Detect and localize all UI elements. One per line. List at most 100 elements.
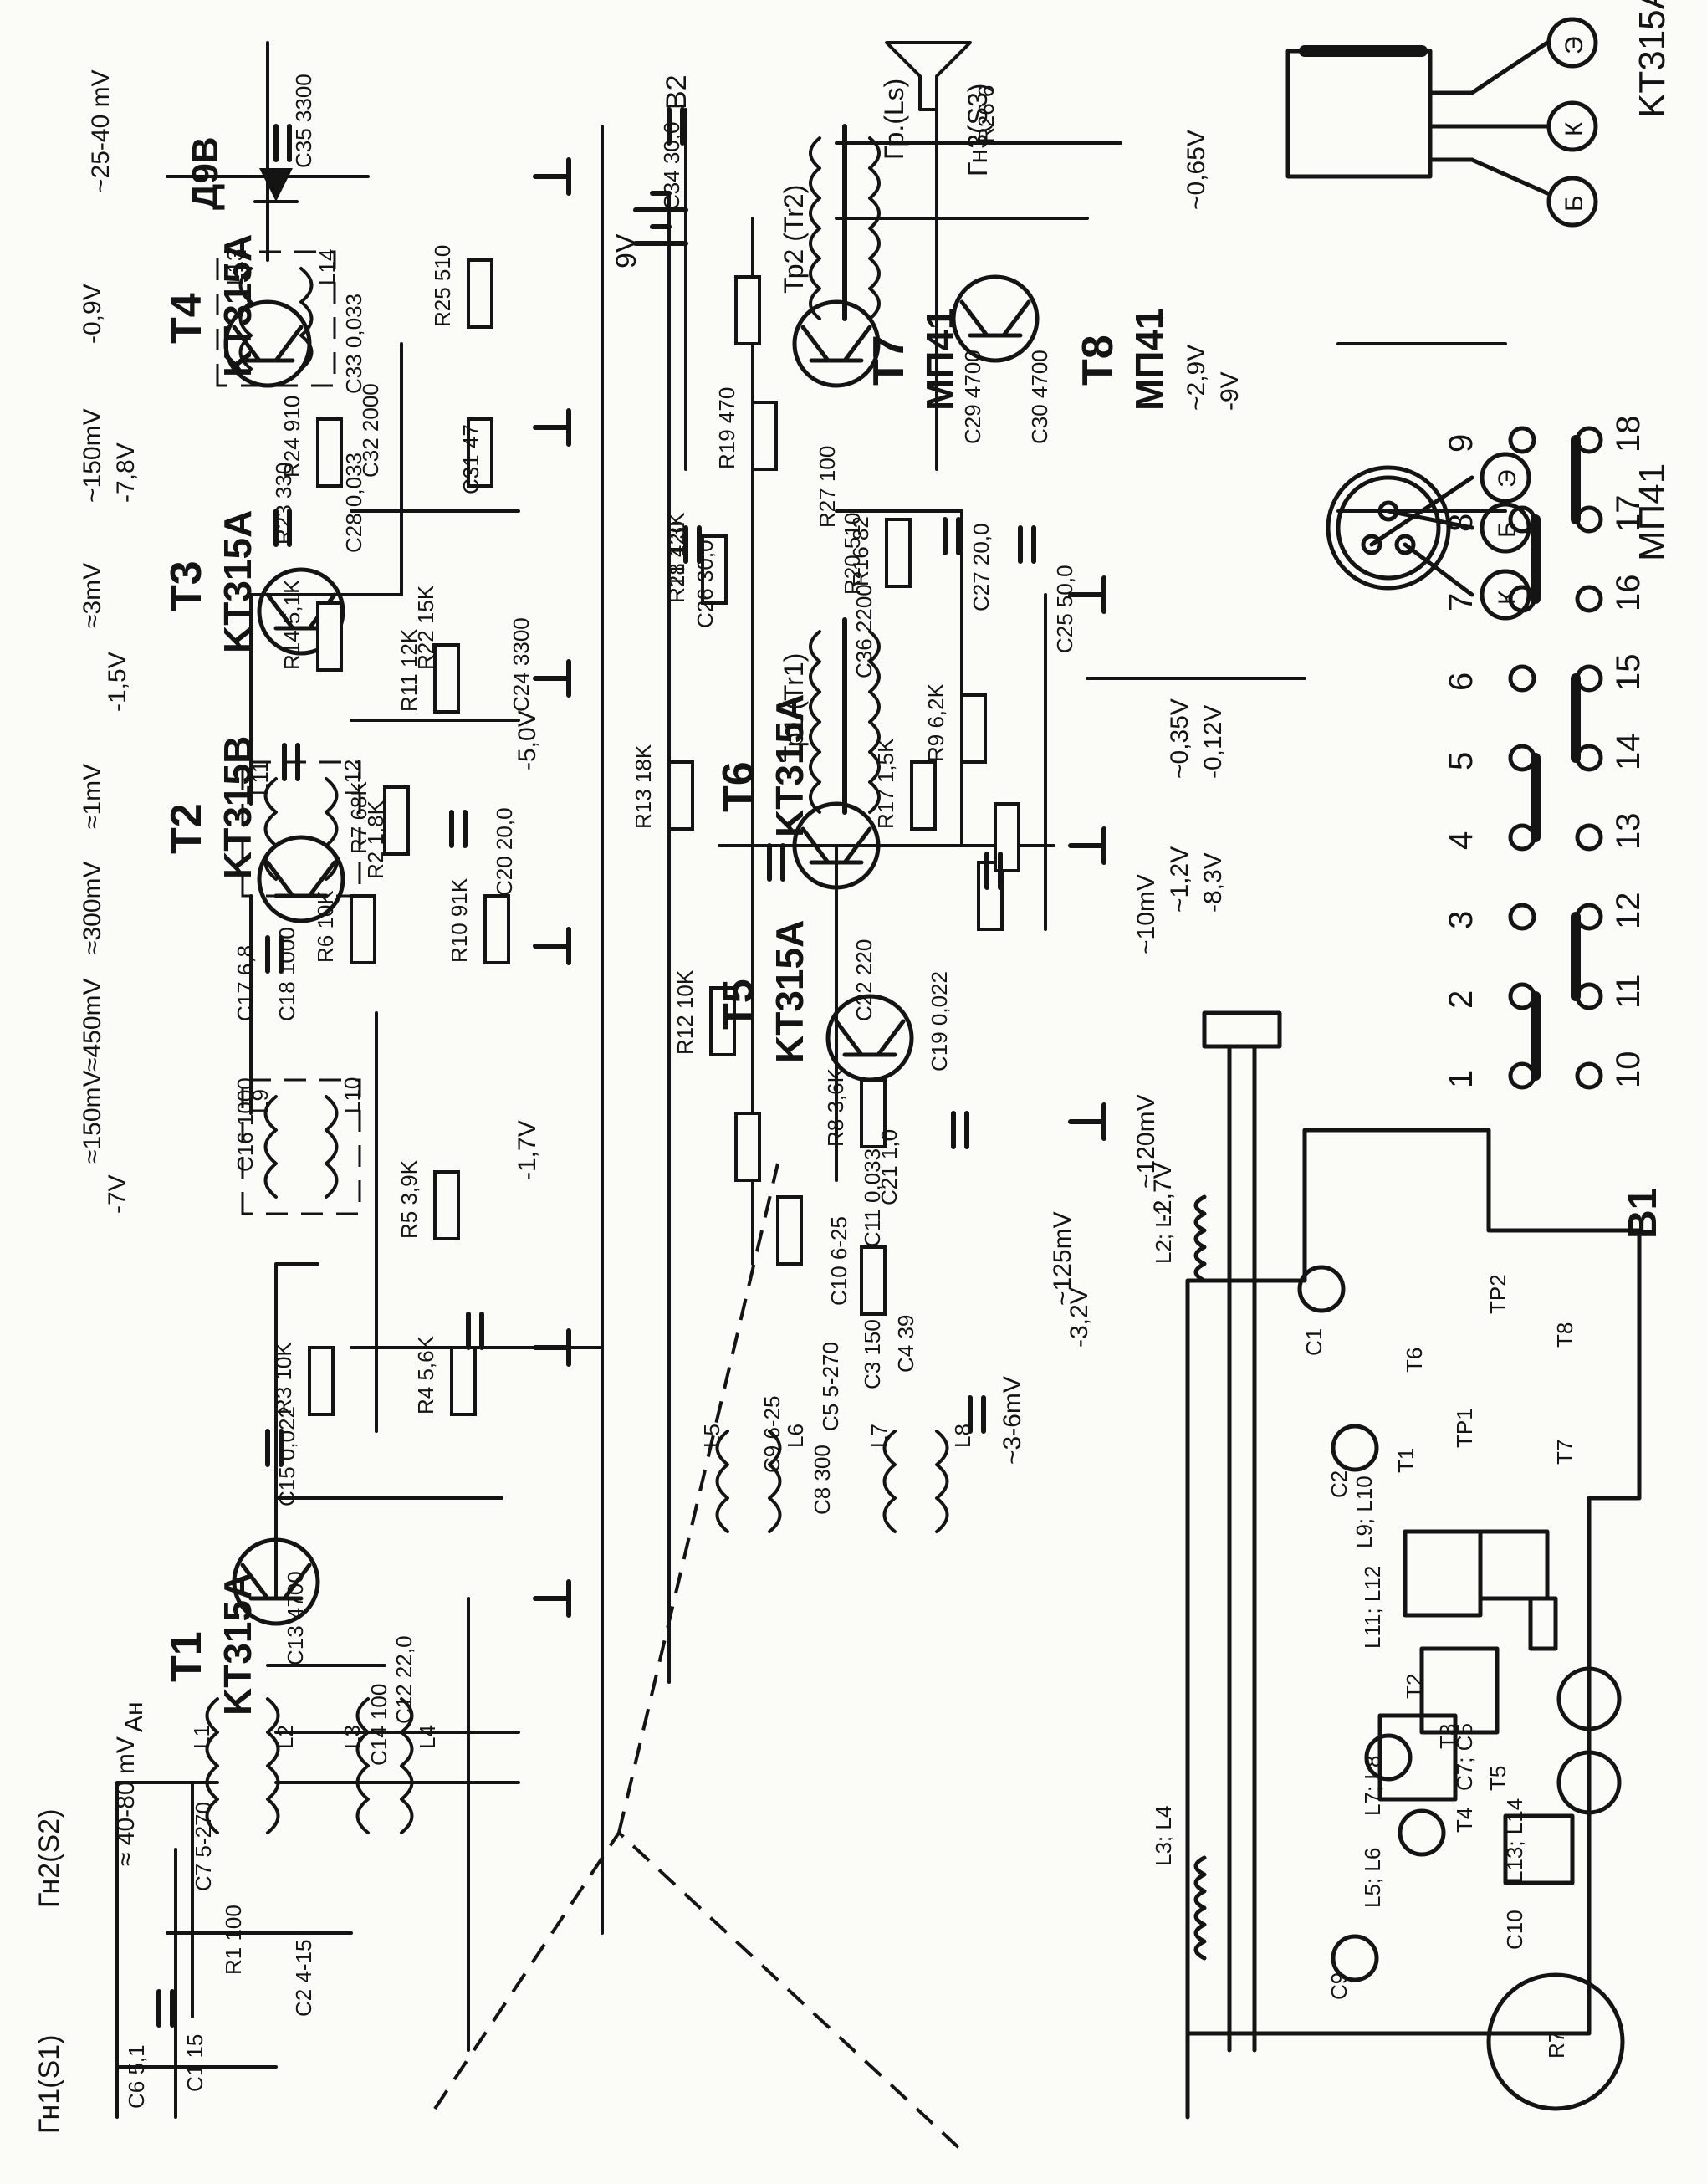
ground-symbols <box>533 157 1106 1618</box>
capacitor-label-c19: C19 0,022 <box>927 971 952 1072</box>
switch-b1-contact <box>1508 426 1536 454</box>
coil-l1 <box>205 1697 219 1834</box>
coil-label-l2: L2 <box>273 1725 298 1749</box>
resistor-label-r11: R11 12K <box>396 628 422 712</box>
capacitor-label-c34: C34 30,0 <box>659 121 684 210</box>
switch-b1-contact <box>1575 426 1603 454</box>
switch-b1-contact <box>1508 823 1536 852</box>
t4-type: KT315A <box>216 234 259 377</box>
resistor-label-r22: R22 15K <box>413 585 438 670</box>
switch-b1-pin: 5 <box>1443 752 1480 770</box>
coils <box>205 250 949 1834</box>
coil-label-l8: L8 <box>950 1424 975 1448</box>
t7-ref: T7 <box>865 335 913 386</box>
coil-l13 <box>238 267 253 371</box>
level-annotation: -0,9V <box>79 284 106 344</box>
coil-l10 <box>325 1095 339 1199</box>
transformer-tr1 <box>809 617 881 815</box>
signal-level-labels: ≈ 40-80 mV~25-40 mV-0,9V~150mV-7,8V≈3mV-… <box>79 69 1244 1866</box>
resistor-label-r1: R1 100 <box>221 1905 246 1975</box>
jack-gn2-label: Гн2(S2) <box>33 1809 65 1908</box>
t5-type: KT315A <box>768 920 811 1063</box>
board-label: T7 <box>1552 1440 1577 1465</box>
transformer-tr2 <box>809 124 881 321</box>
jack-gn3-label: Гн3(S3) <box>963 84 993 176</box>
resistor-label-r23: R23 330 <box>271 463 296 545</box>
kt315-outline <box>1285 17 1598 228</box>
switch-b1-pin: 9 <box>1443 434 1480 453</box>
switch-b1-contact <box>1575 982 1603 1010</box>
input-section <box>115 1163 963 2152</box>
board-label: C9 <box>1326 1972 1352 2000</box>
resistor-label-r13: R13 18K <box>631 744 656 829</box>
capacitor-label-c27: C27 20,0 <box>968 523 994 611</box>
transistor-t6 <box>792 801 881 890</box>
board-label: T6 <box>1402 1348 1427 1373</box>
board-label: ТР2 <box>1485 1274 1510 1314</box>
resistor-label-r21: R21 120 <box>664 521 689 603</box>
resistor-label-r24: R24 910 <box>279 396 304 478</box>
capacitor-label-c32: C32 2000 <box>358 383 383 478</box>
kt315-pin-k: К <box>1561 121 1588 136</box>
capacitor-label-c10: C10 6-25 <box>826 1216 851 1306</box>
resistor-label-r9: R9 6,2K <box>923 683 948 762</box>
capacitor-label-c18: C18 1000 <box>274 927 299 1021</box>
coil-l8 <box>935 1430 949 1533</box>
mp41-pin-k: К <box>1494 590 1521 605</box>
coil-l2 <box>266 1697 280 1834</box>
tr1-label: Тр1 (Tr1) <box>779 653 809 762</box>
board-label: C7; C5 <box>1452 1723 1477 1791</box>
capacitor-label-c14: C14 100 <box>366 1684 391 1766</box>
capacitor-label-c2: C2 4-15 <box>291 1940 316 2018</box>
t5-ref: T5 <box>714 979 763 1030</box>
switch-b1-pin: 17 <box>1610 495 1647 533</box>
board-label: L11; L12 <box>1360 1566 1385 1649</box>
level-annotation: -0,12V <box>1199 705 1227 779</box>
switch-b1-pin: 3 <box>1443 911 1480 929</box>
board-label: C10 <box>1502 1910 1527 1950</box>
capacitor-label-c4: C4 39 <box>893 1315 918 1373</box>
mp41-outline <box>1326 452 1531 621</box>
board-label: R7 <box>1544 2031 1569 2059</box>
capacitor-label-c5: C5 5-270 <box>818 1342 843 1431</box>
board-label: T1 <box>1393 1448 1418 1473</box>
board-label: C2 <box>1326 1470 1352 1498</box>
switch-b1-pin: 18 <box>1610 416 1647 453</box>
level-annotation: ≈1mV <box>79 764 106 829</box>
capacitor-label-c31: C31 47 <box>458 424 483 494</box>
switch-b1-pin: 2 <box>1443 990 1480 1009</box>
resistor-label-r16: R16 82 <box>848 516 873 586</box>
board-label: L9; L10 <box>1352 1476 1377 1548</box>
level-annotation: ~3-6mV <box>999 1376 1026 1465</box>
transistor-symbols <box>223 274 1040 1626</box>
switch-b1-contact <box>1508 903 1536 931</box>
capacitor-label-c1: C1 15 <box>182 2034 207 2092</box>
switch-b1-contact <box>1508 744 1536 772</box>
capacitor-label-c36: C36 2200 <box>851 584 876 678</box>
board-label: T3 <box>1435 1724 1460 1749</box>
battery-9v <box>633 191 688 246</box>
capacitor-label-c26: C26 30,0 <box>693 540 718 628</box>
resistor-label-r27: R27 100 <box>815 446 840 528</box>
mp41-pinout-type: МП41 <box>1632 463 1673 561</box>
coil-label-l9: L9 <box>248 1089 273 1113</box>
level-annotation: -9V <box>1216 371 1244 411</box>
switch-b1-contact <box>1508 664 1536 693</box>
switch-b1-pin: 12 <box>1610 893 1647 930</box>
switch-b1-pin: 15 <box>1610 654 1647 692</box>
level-annotation: ≈150mV <box>79 1070 106 1164</box>
resistor-label-r20: R20 510 <box>840 513 865 595</box>
coil-label-l12: L12 <box>340 760 365 795</box>
level-annotation: ~0,65V <box>1183 130 1210 210</box>
capacitor-label-c17: C17 6,8 <box>233 945 258 1021</box>
board-label: L5; L6 <box>1360 1848 1385 1908</box>
board-label: C1 <box>1301 1328 1326 1356</box>
mp41-pin-b: Б <box>1494 521 1521 538</box>
capacitor-label-c7: C7 5-270 <box>191 1802 216 1891</box>
level-annotation: ≈300mV <box>79 861 106 954</box>
t3-ref: T3 <box>162 560 211 611</box>
switch-b1-contact <box>1575 585 1603 613</box>
switch-b1-pin: 1 <box>1443 1070 1480 1088</box>
